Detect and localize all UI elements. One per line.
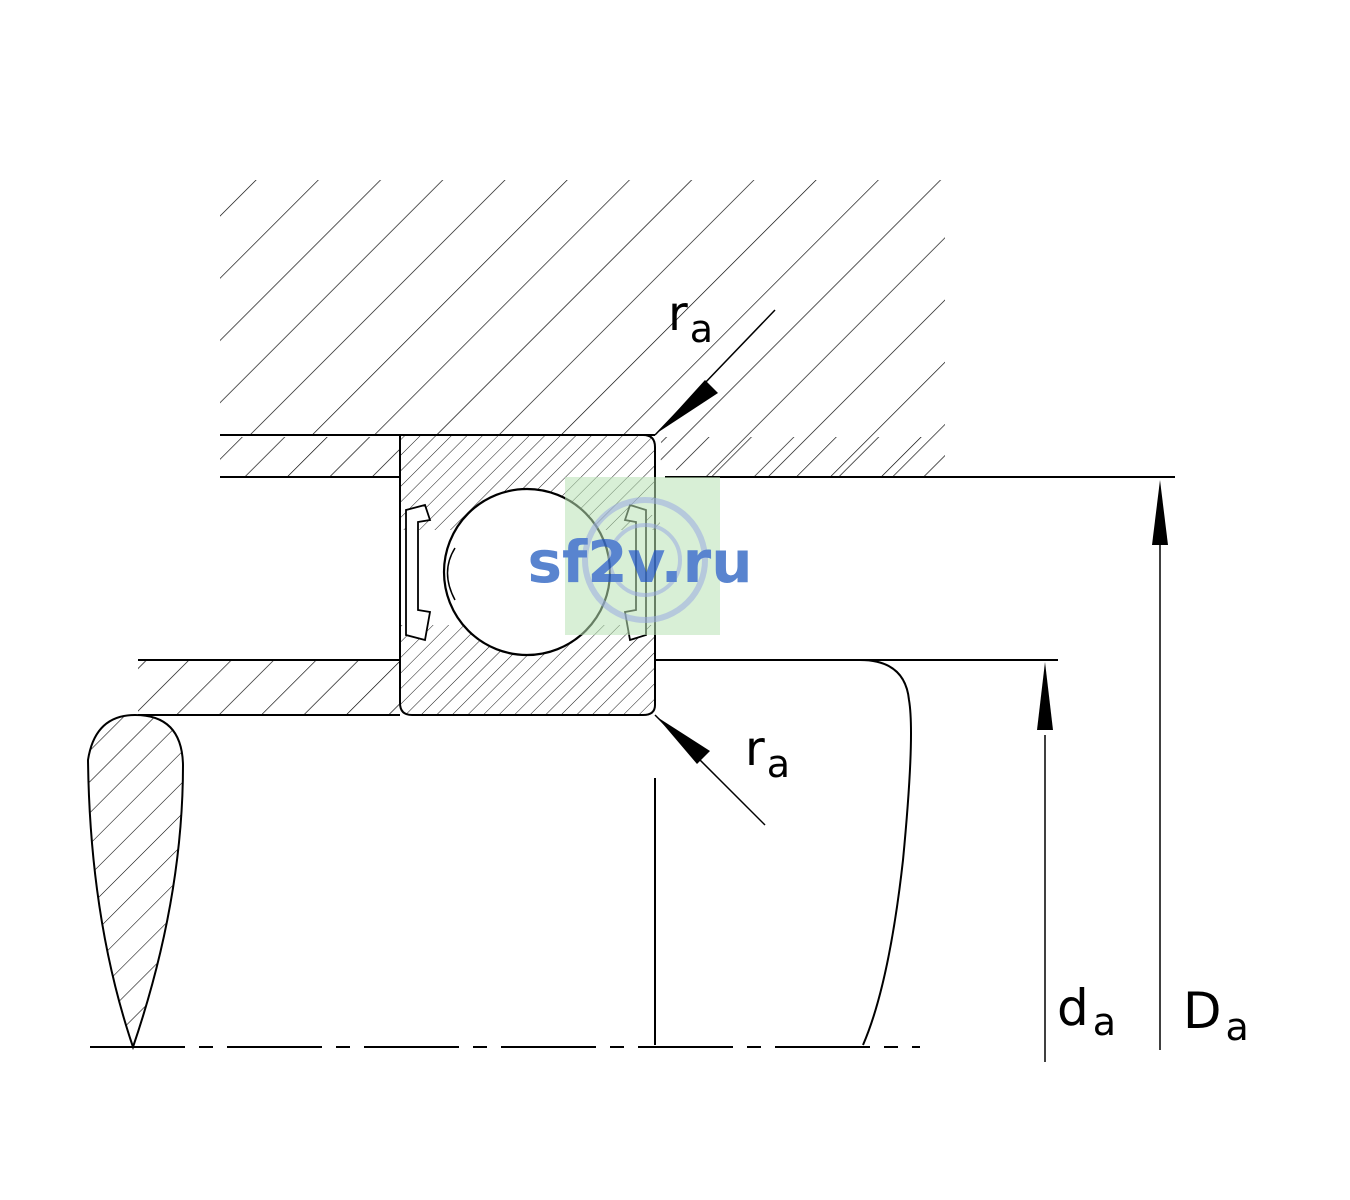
label-ra-top: ra — [668, 286, 713, 351]
section-break — [86, 713, 185, 1051]
shaft-shoulder — [138, 659, 1058, 716]
housing — [220, 180, 1175, 478]
dimension-D-a — [1152, 480, 1168, 1050]
radius-annotation-bottom — [654, 714, 766, 826]
dimension-d-a — [1037, 662, 1053, 1062]
watermark: sf2v.ru — [527, 477, 753, 635]
bearing-inner-ring — [400, 625, 655, 715]
watermark-text: sf2v.ru — [527, 528, 752, 596]
label-ra-bottom: ra — [745, 721, 790, 786]
shaft — [90, 659, 920, 1048]
radius-annotation-top — [654, 309, 776, 436]
